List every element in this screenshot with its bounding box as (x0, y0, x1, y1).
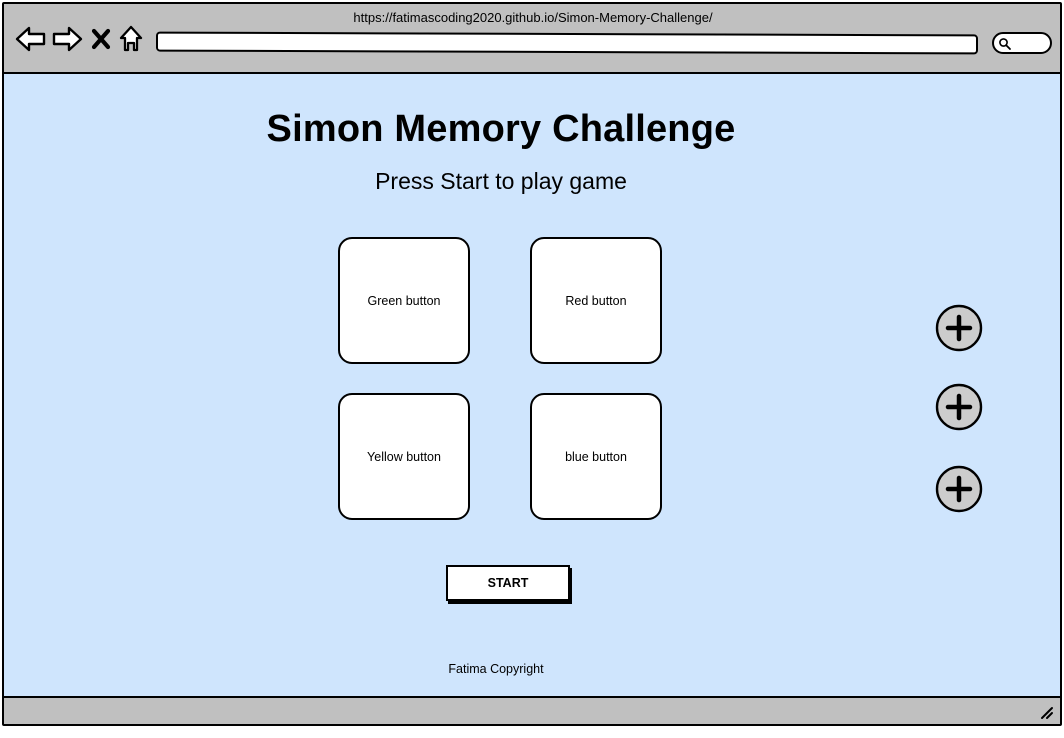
yellow-button[interactable]: Yellow button (338, 393, 470, 520)
plus-icon[interactable] (935, 465, 983, 513)
page-title: Simon Memory Challenge (266, 108, 736, 150)
search-icon (999, 38, 1011, 50)
search-box[interactable] (992, 32, 1052, 54)
address-bar[interactable] (156, 31, 978, 55)
browser-window: https://fatimascoding2020.github.io/Simo… (2, 2, 1062, 726)
page-subtitle: Press Start to play game (375, 168, 627, 194)
plus-icon[interactable] (935, 304, 983, 352)
red-button[interactable]: Red button (530, 237, 662, 364)
status-bar (4, 696, 1060, 724)
footer-copyright: Fatima Copyright (448, 662, 544, 676)
close-icon[interactable] (88, 22, 114, 56)
forward-arrow-icon[interactable] (50, 22, 84, 56)
browser-toolbar: https://fatimascoding2020.github.io/Simo… (4, 4, 1060, 74)
home-icon[interactable] (116, 22, 146, 56)
blue-button[interactable]: blue button (530, 393, 662, 520)
url-text: https://fatimascoding2020.github.io/Simo… (353, 10, 713, 25)
back-arrow-icon[interactable] (14, 22, 48, 56)
plus-icon[interactable] (935, 383, 983, 431)
start-button[interactable]: START (446, 565, 570, 601)
green-button[interactable]: Green button (338, 237, 470, 364)
resize-grip-icon[interactable] (1038, 704, 1054, 720)
